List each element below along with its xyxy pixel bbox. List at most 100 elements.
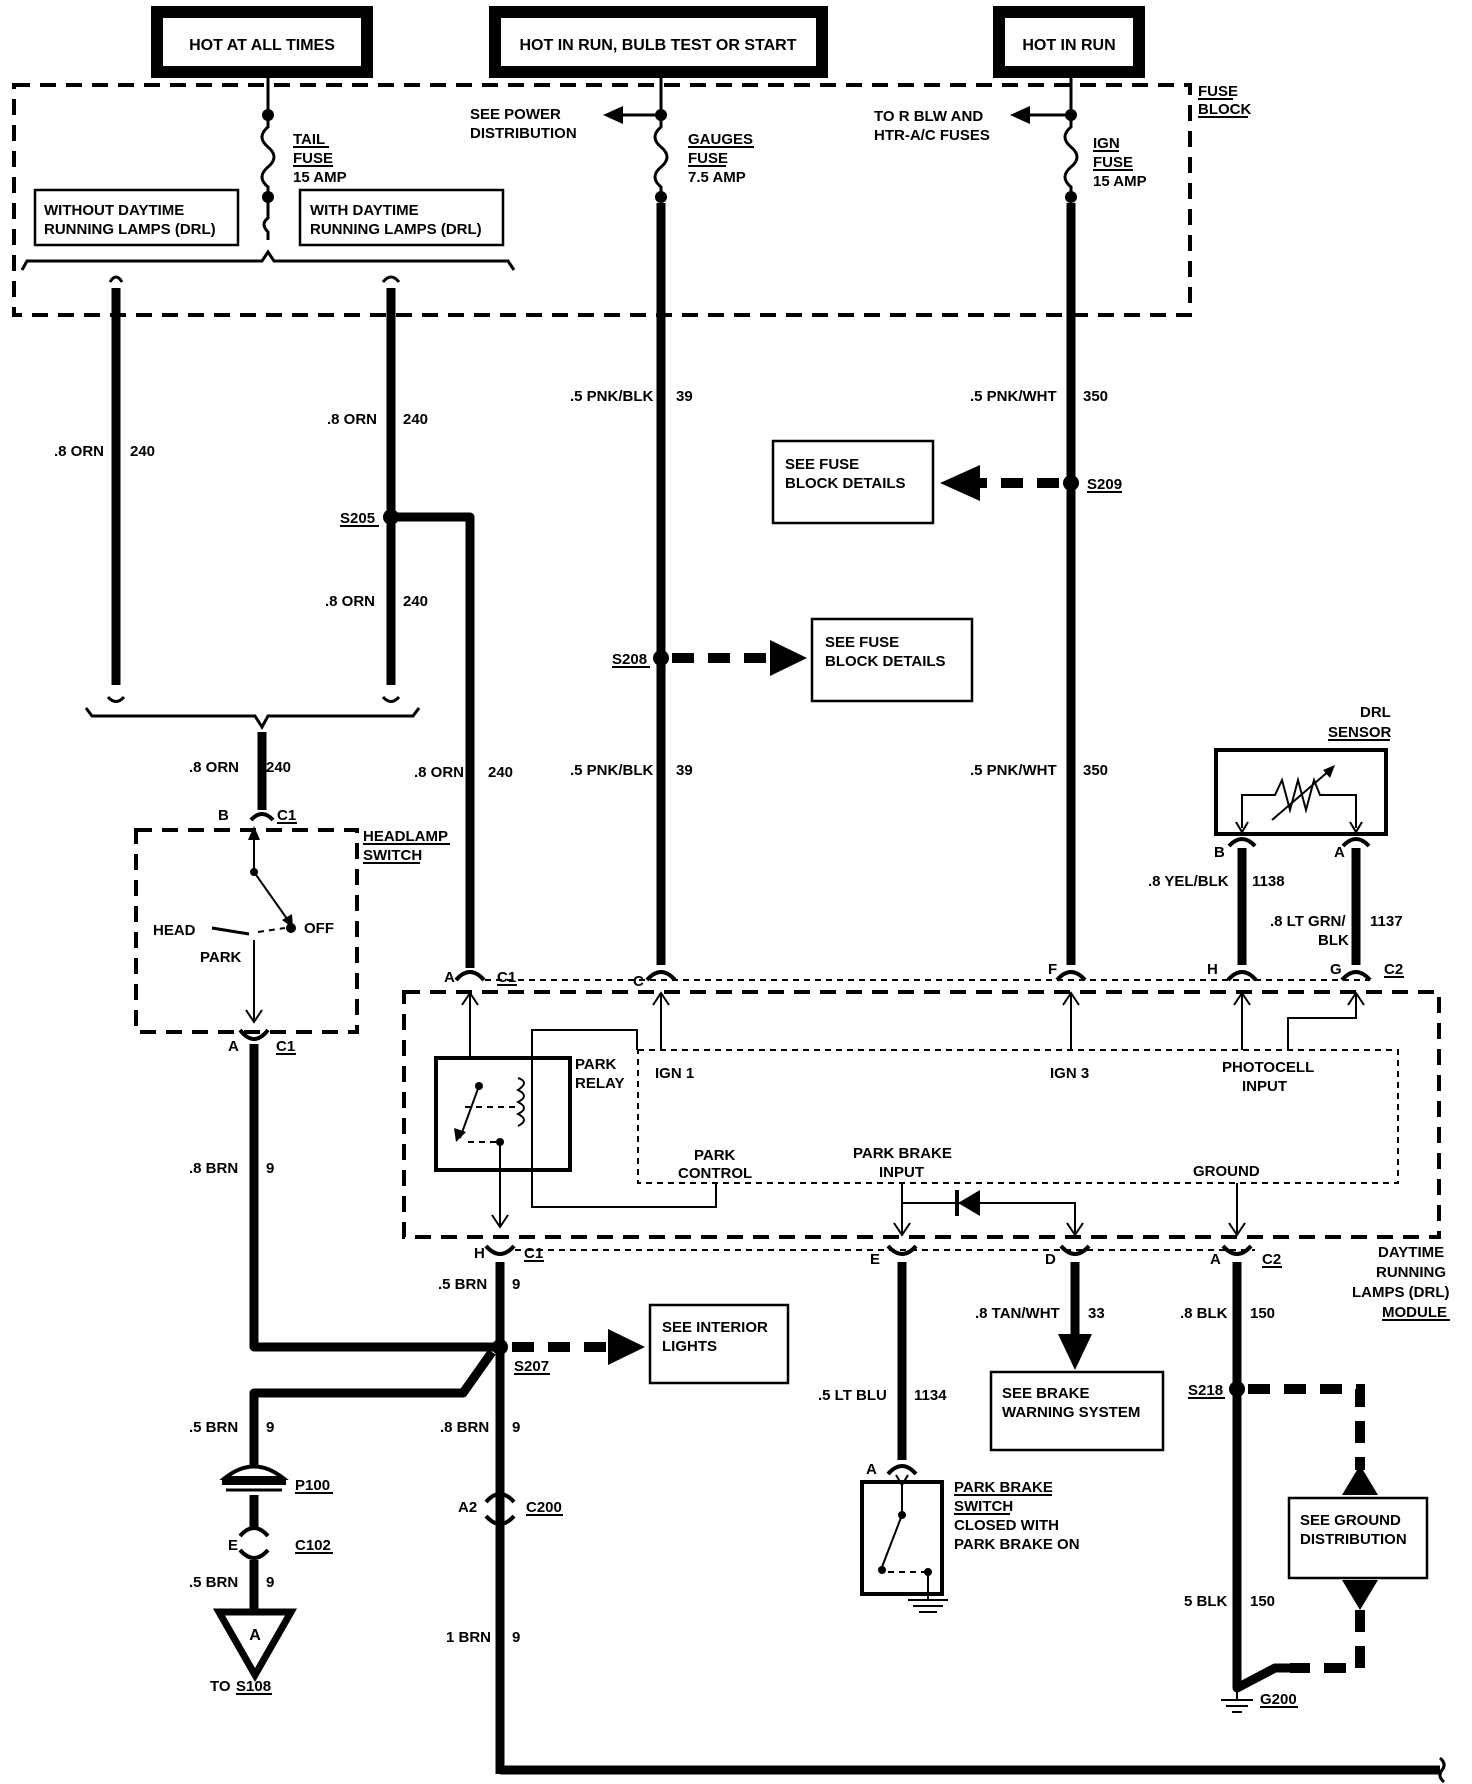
svg-text:C1: C1 (276, 1038, 295, 1055)
splice-s208 (653, 650, 669, 666)
drl-sensor: DRL SENSOR B A (1214, 704, 1392, 861)
svg-text:15 AMP: 15 AMP (1093, 173, 1147, 190)
ground-ref-a: A TO S108 (210, 1608, 298, 1695)
wire-label-brn9-a: .8 BRN (189, 1160, 238, 1177)
svg-text:9: 9 (266, 1419, 274, 1436)
wire-label-pnk350-top: .5 PNK/WHT (970, 388, 1057, 405)
svg-text:SWITCH: SWITCH (954, 1498, 1013, 1515)
svg-text:WARNING SYSTEM: WARNING SYSTEM (1002, 1404, 1140, 1421)
svg-text:7.5 AMP: 7.5 AMP (688, 169, 746, 186)
ground-g200: G200 (1221, 1688, 1298, 1713)
svg-text:C2: C2 (1262, 1251, 1281, 1268)
splice-s218 (1229, 1381, 1245, 1397)
wire-label-brn9-mid: .8 BRN (440, 1419, 489, 1436)
svg-text:GAUGES: GAUGES (688, 131, 753, 148)
pin-a-c1 (454, 970, 486, 982)
connector-c200: C200 (526, 1499, 562, 1516)
svg-text:240: 240 (403, 593, 428, 610)
svg-text:A: A (1210, 1251, 1221, 1268)
fuse-block-label-2: BLOCK (1198, 101, 1251, 118)
svg-text:HOT AT ALL TIMES: HOT AT ALL TIMES (189, 37, 335, 54)
svg-text:DRL: DRL (1360, 704, 1391, 721)
svg-text:39: 39 (676, 388, 693, 405)
svg-text:PARK: PARK (694, 1147, 736, 1164)
svg-text:350: 350 (1083, 388, 1108, 405)
svg-text:SWITCH: SWITCH (363, 847, 422, 864)
svg-text:9: 9 (512, 1629, 520, 1646)
connector-e: E (228, 1537, 238, 1554)
ref-see-ground-distribution: SEE GROUND DISTRIBUTION (1287, 1496, 1429, 1580)
ref-see-fuse-block-1: SEE FUSE BLOCK DETAILS (771, 439, 935, 525)
wire-label-brn9-left: .5 BRN (189, 1419, 238, 1436)
svg-text:IGN: IGN (1093, 135, 1120, 152)
ref-see-interior-lights: SEE INTERIOR LIGHTS (648, 1303, 790, 1385)
wire-label-orn240-c1a: .8 ORN (414, 764, 464, 781)
header-hot-in-run-bulb-test-start: HOT IN RUN, BULB TEST OR START (489, 6, 828, 78)
svg-text:INPUT: INPUT (1242, 1078, 1287, 1095)
svg-text:1137: 1137 (1370, 913, 1403, 930)
svg-text:A: A (249, 1627, 261, 1644)
svg-text:9: 9 (266, 1160, 274, 1177)
svg-text:FUSE: FUSE (688, 150, 728, 167)
svg-text:1134: 1134 (914, 1387, 947, 1404)
svg-text:WITH DAYTIME: WITH DAYTIME (310, 202, 419, 219)
wire-label-yel1138: .8 YEL/BLK (1148, 873, 1229, 890)
svg-text:D: D (1045, 1251, 1056, 1268)
svg-text:C1: C1 (524, 1245, 543, 1262)
svg-text:BLOCK DETAILS: BLOCK DETAILS (825, 653, 946, 670)
svg-text:SEE GROUND: SEE GROUND (1300, 1512, 1401, 1529)
svg-text:RUNNING: RUNNING (1376, 1264, 1446, 1281)
svg-text:PARK BRAKE: PARK BRAKE (853, 1145, 952, 1162)
wire-label-orn240-left: .8 ORN (54, 443, 104, 460)
svg-text:OFF: OFF (304, 920, 334, 937)
wire-label-ltblu1134: .5 LT BLU (818, 1387, 887, 1404)
svg-text:CLOSED WITH: CLOSED WITH (954, 1517, 1059, 1534)
svg-text:39: 39 (676, 762, 693, 779)
without-drl-box: WITHOUT DAYTIME RUNNING LAMPS (DRL) (33, 188, 240, 247)
connector-p100: P100 (219, 1464, 333, 1494)
ref-see-fuse-block-2: SEE FUSE BLOCK DETAILS (810, 617, 974, 703)
svg-text:TAIL: TAIL (293, 131, 325, 148)
splice-s209 (1063, 475, 1079, 491)
svg-text:9: 9 (512, 1276, 520, 1293)
svg-text:B: B (218, 807, 229, 824)
svg-text:9: 9 (512, 1419, 520, 1436)
svg-text:1138: 1138 (1252, 873, 1285, 890)
svg-text:FUSE: FUSE (293, 150, 333, 167)
svg-text:G: G (1330, 961, 1342, 978)
svg-text:BLK: BLK (1318, 932, 1349, 949)
header-hot-in-run: HOT IN RUN (993, 6, 1145, 78)
svg-text:PARK: PARK (575, 1056, 617, 1073)
header-hot-at-all-times: HOT AT ALL TIMES (151, 6, 373, 78)
svg-text:G200: G200 (1260, 1691, 1297, 1708)
svg-text:S207: S207 (514, 1358, 549, 1375)
svg-text:C: C (633, 973, 644, 990)
svg-text:HOT IN RUN, BULB TEST OR START: HOT IN RUN, BULB TEST OR START (519, 37, 796, 54)
svg-text:C1: C1 (497, 969, 516, 986)
svg-text:150: 150 (1250, 1305, 1275, 1322)
svg-text:.8 ORN: .8 ORN (325, 593, 375, 610)
svg-text:PARK BRAKE: PARK BRAKE (954, 1479, 1053, 1496)
svg-text:S208: S208 (612, 651, 647, 668)
svg-text:15 AMP: 15 AMP (293, 169, 347, 186)
svg-text:9: 9 (266, 1574, 274, 1591)
ign-fuse: IGN FUSE 15 AMP (1063, 109, 1147, 203)
svg-text:HEADLAMP: HEADLAMP (363, 828, 448, 845)
svg-text:MODULE: MODULE (1382, 1304, 1447, 1321)
svg-text:B: B (1214, 844, 1225, 861)
svg-text:A: A (1334, 844, 1345, 861)
svg-text:HEAD: HEAD (153, 922, 196, 939)
svg-text:WITHOUT DAYTIME: WITHOUT DAYTIME (44, 202, 184, 219)
svg-text:INPUT: INPUT (879, 1164, 924, 1181)
tail-fuse: TAIL FUSE 15 AMP (260, 109, 347, 203)
drl-module: A C1 C F H G C2 PARK RELAY (402, 961, 1450, 1321)
svg-text:RUNNING LAMPS (DRL): RUNNING LAMPS (DRL) (310, 221, 482, 238)
svg-text:SENSOR: SENSOR (1328, 724, 1392, 741)
svg-text:E: E (870, 1251, 880, 1268)
svg-text:SEE FUSE: SEE FUSE (785, 456, 859, 473)
svg-text:IGN 3: IGN 3 (1050, 1065, 1089, 1082)
svg-text:240: 240 (403, 411, 428, 428)
wire-label-pnk39-top: .5 PNK/BLK (570, 388, 654, 405)
wire-label-pnk350-bot: .5 PNK/WHT (970, 762, 1057, 779)
